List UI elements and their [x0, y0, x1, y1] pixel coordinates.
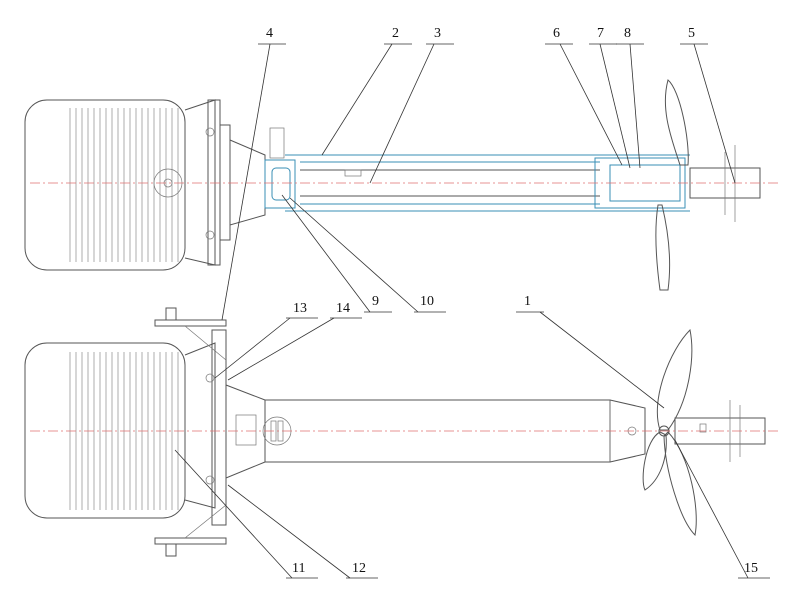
svg-text:3: 3: [434, 26, 441, 41]
svg-text:6: 6: [553, 26, 560, 41]
bottom-motor: [24, 329, 227, 526]
svg-text:15: 15: [744, 561, 758, 576]
callout-2: 2: [321, 26, 412, 156]
svg-text:2: 2: [392, 26, 399, 41]
callout-4: 4: [221, 26, 286, 321]
svg-text:9: 9: [372, 294, 379, 309]
svg-text:13: 13: [293, 301, 307, 316]
svg-text:5: 5: [688, 26, 695, 41]
callout-10: 10: [289, 197, 446, 313]
callout-7: 7: [589, 26, 631, 169]
svg-text:10: 10: [420, 294, 434, 309]
callouts: 4 2 3 6 7 8: [174, 26, 770, 579]
mounting-bracket: [154, 307, 227, 557]
svg-text:14: 14: [336, 301, 350, 316]
callout-5: 5: [680, 26, 736, 184]
callout-1: 1: [516, 294, 665, 409]
callout-15: 15: [674, 439, 770, 579]
callout-3: 3: [369, 26, 454, 184]
callout-8: 8: [616, 26, 644, 169]
svg-text:11: 11: [292, 561, 305, 576]
callout-6: 6: [545, 26, 623, 166]
top-tube: [285, 154, 690, 212]
top-view: [24, 79, 780, 291]
svg-text:12: 12: [352, 561, 366, 576]
callout-12: 12: [227, 484, 378, 579]
bottom-view: [24, 307, 780, 557]
callout-11: 11: [174, 449, 318, 579]
callout-9: 9: [281, 194, 392, 313]
callout-14: 14: [227, 301, 362, 381]
svg-text:4: 4: [266, 26, 273, 41]
propeller: [642, 328, 697, 537]
svg-text:8: 8: [624, 26, 631, 41]
top-motor: [24, 99, 231, 271]
svg-text:7: 7: [597, 26, 604, 41]
callout-13: 13: [214, 301, 318, 379]
svg-text:1: 1: [524, 294, 531, 309]
